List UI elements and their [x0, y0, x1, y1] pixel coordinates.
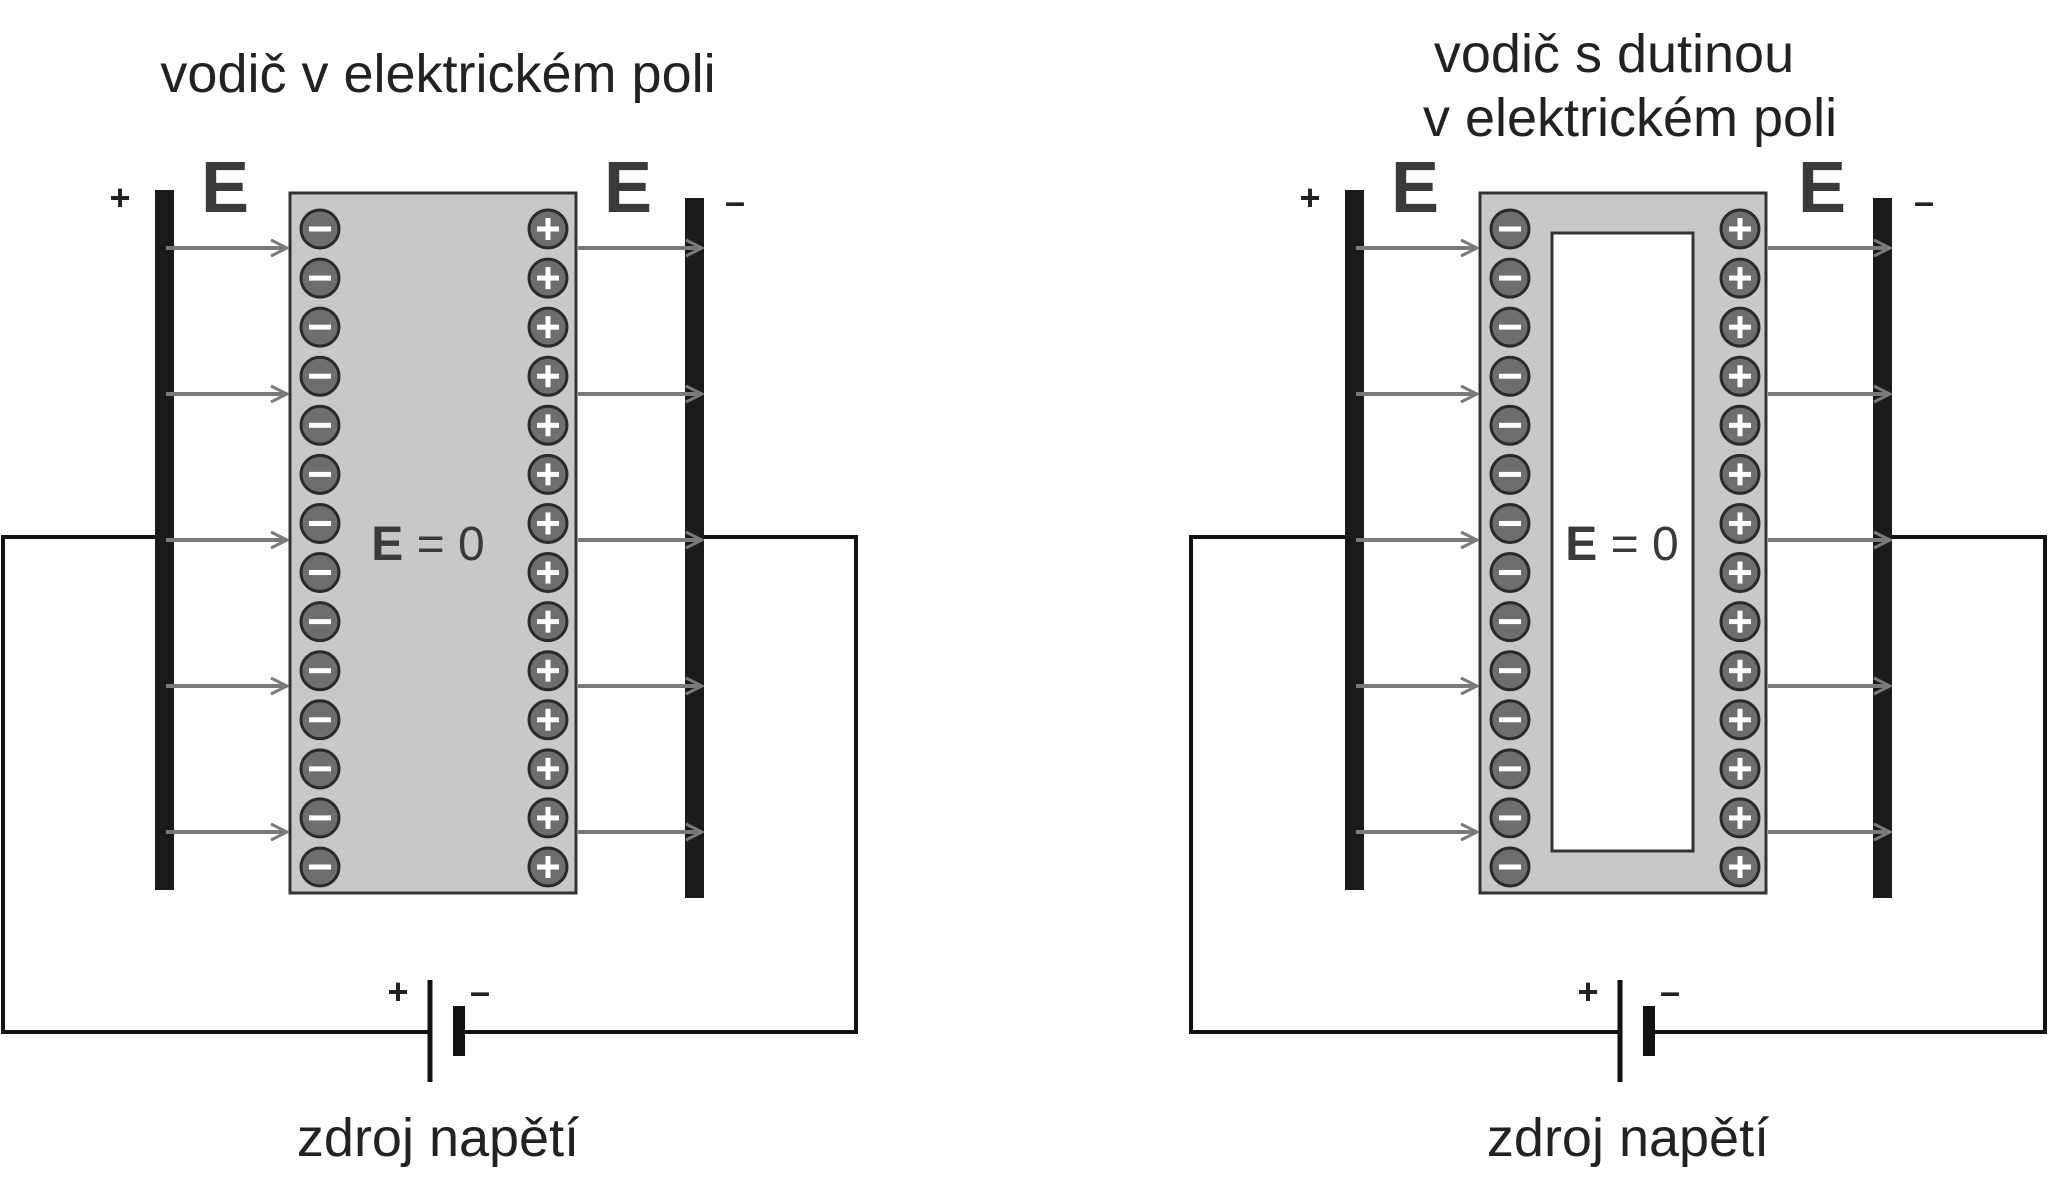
- inner-field-symbol: E: [371, 518, 403, 571]
- negative-charge-icon: [1489, 306, 1531, 348]
- positive-charge-icon: [1719, 404, 1761, 446]
- battery-caption: zdroj napětí: [1487, 1108, 1769, 1168]
- negative-charge-icon: [1489, 404, 1531, 446]
- plate-plus-sign: +: [109, 177, 130, 218]
- negative-plate: [1873, 198, 1892, 898]
- positive-charge-icon: [527, 404, 569, 446]
- positive-charge-icon: [527, 355, 569, 397]
- plate-plus-sign: +: [1299, 177, 1320, 218]
- field-label-left: E: [1391, 148, 1439, 228]
- positive-charge-icon: [527, 208, 569, 250]
- negative-charge-icon: [299, 748, 341, 790]
- negative-charge-icon: [299, 699, 341, 741]
- battery-plus-sign: +: [1577, 971, 1598, 1012]
- field-label-left: E: [201, 148, 249, 228]
- circuit-wire: [1189, 535, 1618, 1034]
- negative-charge-icon: [1489, 846, 1531, 888]
- panel-title-line-1: vodič s dutinou: [1434, 24, 1794, 84]
- negative-charge-icon: [299, 355, 341, 397]
- negative-charge-icon: [1489, 699, 1531, 741]
- negative-charge-icon: [299, 797, 341, 839]
- inner-field-label: E = 0: [371, 518, 484, 571]
- positive-charge-icon: [527, 699, 569, 741]
- negative-charge-icon: [299, 846, 341, 888]
- negative-charge-icon: [299, 552, 341, 594]
- negative-charge-icon: [299, 650, 341, 692]
- circuit-wire: [1, 535, 428, 1034]
- positive-charge-icon: [1719, 650, 1761, 692]
- inner-field-symbol: E: [1565, 518, 1597, 571]
- negative-charge-icon: [1489, 502, 1531, 544]
- circuit-wire: [458, 535, 858, 1034]
- field-arrows: [166, 248, 702, 832]
- negative-charge-icon: [299, 453, 341, 495]
- positive-charge-icon: [1719, 797, 1761, 839]
- battery: + –: [387, 971, 490, 1082]
- panel-title: vodič v elektrickém poli: [160, 44, 715, 104]
- positive-charge-icon: [527, 601, 569, 643]
- positive-charge-icon: [1719, 552, 1761, 594]
- negative-charge-icon: [1489, 257, 1531, 299]
- inner-field-value: = 0: [1597, 518, 1678, 571]
- negative-charge-icon: [299, 601, 341, 643]
- negative-plate: [685, 198, 704, 898]
- field-label-right: E: [1798, 148, 1846, 228]
- negative-charge-icon: [1489, 650, 1531, 692]
- battery-minus-sign: –: [470, 971, 490, 1012]
- negative-charge-icon: [1489, 355, 1531, 397]
- positive-charge-icon: [1719, 257, 1761, 299]
- negative-charge-icon: [299, 502, 341, 544]
- negative-charge-icon: [1489, 748, 1531, 790]
- negative-charge-icon: [1489, 552, 1531, 594]
- positive-charge-icon: [1719, 355, 1761, 397]
- field-arrows: [1356, 248, 1890, 832]
- negative-charge-icon: [299, 404, 341, 446]
- panel-title-line-2: v elektrickém poli: [1423, 88, 1837, 148]
- battery-caption: zdroj napětí: [297, 1108, 579, 1168]
- positive-charge-icon: [527, 552, 569, 594]
- negative-charge-icon: [1489, 797, 1531, 839]
- positive-plate: [1345, 190, 1364, 890]
- battery-minus-sign: –: [1660, 971, 1680, 1012]
- positive-charge-icon: [1719, 502, 1761, 544]
- circuit-wire: [1650, 535, 2047, 1034]
- negative-charge-icon: [299, 306, 341, 348]
- positive-charge-icon: [527, 797, 569, 839]
- battery-plus-sign: +: [387, 971, 408, 1012]
- positive-charge-icon: [1719, 748, 1761, 790]
- positive-charge-icon: [527, 453, 569, 495]
- panel-hollow-conductor: vodič s dutinou v elektrickém poli + – z…: [1189, 24, 2047, 1168]
- plate-minus-sign: –: [725, 181, 745, 222]
- positive-charge-icon: [1719, 306, 1761, 348]
- induced-charges: [1489, 208, 1761, 888]
- positive-charge-icon: [527, 257, 569, 299]
- positive-charge-icon: [527, 650, 569, 692]
- inner-field-value: = 0: [403, 518, 484, 571]
- positive-charge-icon: [1719, 601, 1761, 643]
- positive-charge-icon: [527, 748, 569, 790]
- battery: + –: [1577, 971, 1680, 1082]
- negative-charge-icon: [299, 257, 341, 299]
- positive-charge-icon: [527, 306, 569, 348]
- positive-charge-icon: [1719, 846, 1761, 888]
- plate-minus-sign: –: [1914, 181, 1934, 222]
- negative-charge-icon: [1489, 208, 1531, 250]
- positive-charge-icon: [1719, 453, 1761, 495]
- induced-charges: [299, 208, 569, 888]
- negative-charge-icon: [299, 208, 341, 250]
- inner-field-label: E = 0: [1565, 518, 1678, 571]
- panel-solid-conductor: vodič v elektrickém poli + – zdroj napět…: [1, 44, 858, 1168]
- negative-charge-icon: [1489, 601, 1531, 643]
- positive-plate: [155, 190, 174, 890]
- cavity: [1550, 231, 1695, 853]
- positive-charge-icon: [1719, 699, 1761, 741]
- positive-charge-icon: [527, 846, 569, 888]
- negative-charge-icon: [1489, 453, 1531, 495]
- positive-charge-icon: [527, 502, 569, 544]
- positive-charge-icon: [1719, 208, 1761, 250]
- field-label-right: E: [604, 148, 652, 228]
